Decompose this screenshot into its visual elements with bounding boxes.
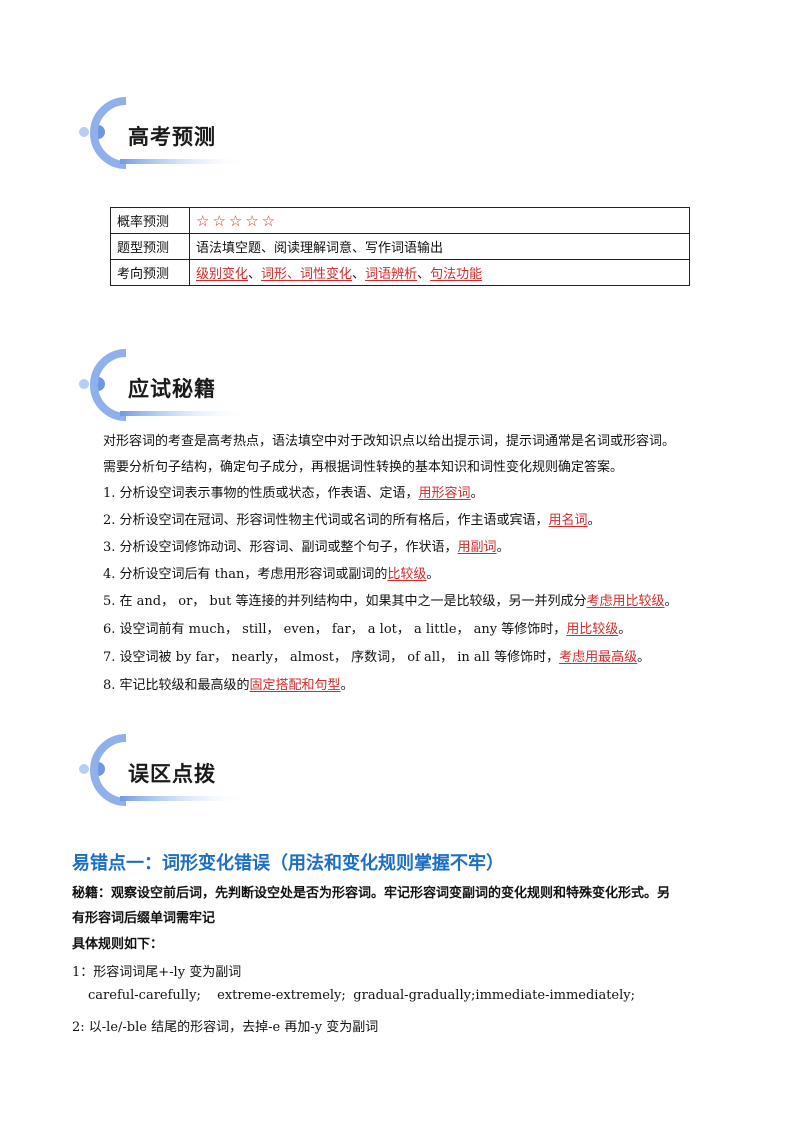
- table-label: 概率预测: [110, 207, 190, 234]
- tips-item-link[interactable]: 用比较级: [566, 622, 619, 637]
- tips-item-link[interactable]: 比较级: [387, 567, 427, 582]
- tips-item-text: 4. 分析设空词后有 than，考虑用形容词或副词的: [103, 567, 388, 582]
- rule-2: 2: 以-le/-ble 结尾的形容词，去掉-e 再加-y 变为副词: [72, 1020, 379, 1035]
- probability-stars: ☆☆☆☆☆: [189, 207, 690, 234]
- direction-link[interactable]: 级别变化: [196, 267, 249, 282]
- punctuation: 。: [340, 678, 354, 693]
- secret-line1: 秘籍：观察设空前后词，先判断设空处是否为形容词。牢记形容词变副词的变化规则和特殊…: [72, 886, 671, 901]
- section-title-prediction: 高考预测: [128, 125, 216, 149]
- tips-item-text: 7. 设空词被 by far， nearly， almost， 序数词， of …: [103, 650, 560, 665]
- rules-title: 具体规则如下：: [72, 937, 164, 952]
- tips-item-text: 6. 设空词前有 much， still， even， far， a lot， …: [103, 622, 567, 637]
- tips-item-link[interactable]: 固定搭配和句型: [249, 678, 341, 693]
- section-title-tips: 应试秘籍: [128, 377, 216, 401]
- direction-link[interactable]: 词语辨析: [365, 267, 418, 282]
- table-value-directions: 级别变化、词形、词性变化、词语辨析、句法功能: [189, 259, 690, 286]
- tips-item-text: 8. 牢记比较级和最高级的: [103, 678, 250, 693]
- banner-ornament-icon: [79, 349, 250, 421]
- rule-1: 1：形容词词尾+-ly 变为副词: [72, 965, 242, 980]
- table-row: 概率预测 ☆☆☆☆☆: [110, 207, 690, 234]
- rule-1-examples: careful-carefully; extreme-extremely; gr…: [88, 988, 635, 1003]
- table-value: 语法填空题、阅读理解词意、写作词语输出: [189, 233, 690, 260]
- punctuation: 。: [426, 567, 440, 582]
- tips-item-5: 5. 在 and， or， but 等连接的并列结构中，如果其中之一是比较级，另…: [103, 592, 678, 612]
- section-banner-prediction: 高考预测: [78, 95, 258, 175]
- tips-item-link[interactable]: 考虑用最高级: [559, 650, 638, 665]
- tips-item-link[interactable]: 用名词: [548, 513, 588, 528]
- separator: 、: [248, 267, 262, 282]
- table-row: 题型预测 语法填空题、阅读理解词意、写作词语输出: [110, 233, 690, 260]
- tips-item-text: 1. 分析设空词表示事物的性质或状态，作表语、定语，: [103, 486, 419, 501]
- separator: 、: [352, 267, 366, 282]
- section-banner-mistakes: 误区点拨: [78, 732, 258, 812]
- direction-link[interactable]: 句法功能: [430, 267, 483, 282]
- tips-item-2: 2. 分析设空词在冠词、形容词性物主代词或名词的所有格后，作主语或宾语，用名词。: [103, 511, 601, 531]
- star-rating-icon: ☆☆☆☆☆: [196, 211, 279, 230]
- table-label: 考向预测: [110, 259, 190, 286]
- tips-item-text: 2. 分析设空词在冠词、形容词性物主代词或名词的所有格后，作主语或宾语，: [103, 513, 549, 528]
- punctuation: 。: [587, 513, 601, 528]
- tips-item-link[interactable]: 用副词: [457, 540, 497, 555]
- tips-item-8: 8. 牢记比较级和最高级的固定搭配和句型。: [103, 676, 354, 696]
- punctuation: 。: [618, 622, 632, 637]
- punctuation: 。: [664, 594, 678, 609]
- tips-item-link[interactable]: 用形容词: [418, 486, 471, 501]
- example-word: extreme-extremely;: [217, 988, 346, 1003]
- secret-line2: 有形容词后缀单词需牢记: [72, 911, 216, 926]
- tips-item-6: 6. 设空词前有 much， still， even， far， a lot， …: [103, 620, 631, 640]
- table-label: 题型预测: [110, 233, 190, 260]
- tips-item-1: 1. 分析设空词表示事物的性质或状态，作表语、定语，用形容词。: [103, 484, 484, 504]
- tips-item-text: 5. 在 and， or， but 等连接的并列结构中，如果其中之一是比较级，另…: [103, 594, 587, 609]
- punctuation: 。: [496, 540, 510, 555]
- banner-ornament-icon: [79, 97, 250, 169]
- punctuation: 。: [470, 486, 484, 501]
- mistake-heading: 易错点一：词形变化错误（用法和变化规则掌握不牢）: [72, 853, 504, 874]
- prediction-table: 概率预测 ☆☆☆☆☆ 题型预测 语法填空题、阅读理解词意、写作词语输出 考向预测…: [110, 207, 690, 286]
- tips-item-3: 3. 分析设空词修饰动词、形容词、副词或整个句子，作状语，用副词。: [103, 538, 510, 558]
- tips-intro-line1: 对形容词的考查是高考热点，语法填空中对于改知识点以给出提示词，提示词通常是名词或…: [103, 434, 676, 449]
- punctuation: 。: [637, 650, 651, 665]
- example-word: gradual-gradually;: [353, 988, 476, 1003]
- example-word: careful-carefully;: [88, 988, 201, 1003]
- tips-intro-line2: 需要分析句子结构，确定句子成分，再根据词性转换的基本知识和词性变化规则确定答案。: [103, 460, 624, 475]
- direction-link[interactable]: 词形、词性变化: [261, 267, 353, 282]
- tips-item-4: 4. 分析设空词后有 than，考虑用形容词或副词的比较级。: [103, 565, 439, 585]
- table-row: 考向预测 级别变化、词形、词性变化、词语辨析、句法功能: [110, 259, 690, 286]
- separator: 、: [417, 267, 431, 282]
- banner-ornament-icon: [79, 734, 250, 806]
- section-banner-tips: 应试秘籍: [78, 347, 258, 427]
- tips-item-7: 7. 设空词被 by far， nearly， almost， 序数词， of …: [103, 648, 650, 668]
- tips-item-text: 3. 分析设空词修饰动词、形容词、副词或整个句子，作状语，: [103, 540, 458, 555]
- example-word: immediate-immediately;: [475, 988, 636, 1003]
- section-title-mistakes: 误区点拨: [128, 762, 216, 786]
- tips-item-link[interactable]: 考虑用比较级: [586, 594, 665, 609]
